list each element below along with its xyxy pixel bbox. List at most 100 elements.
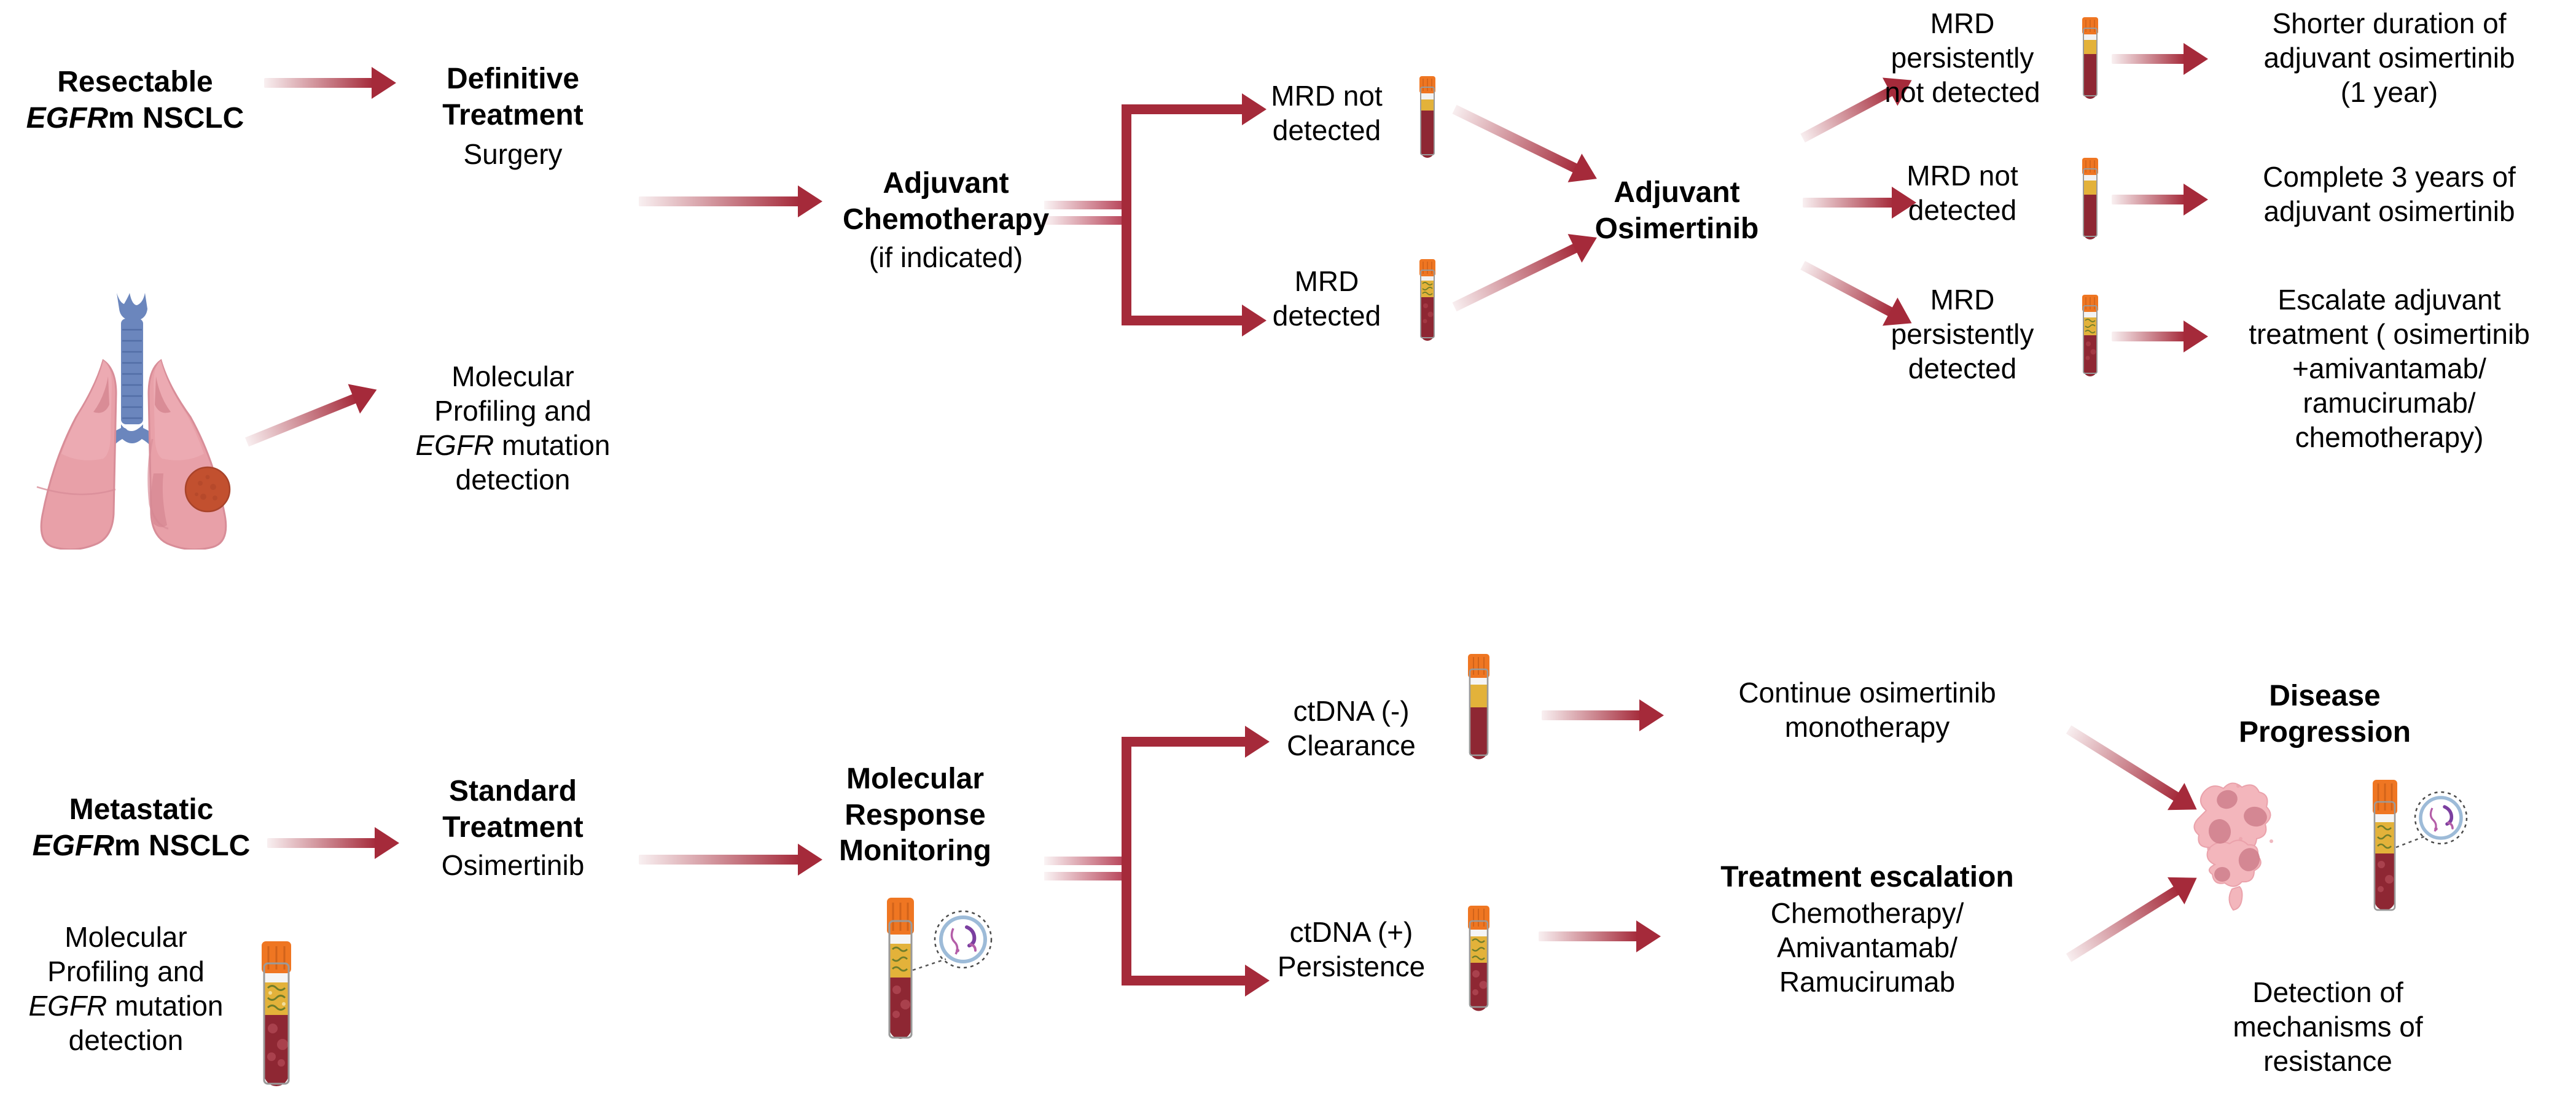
arrow-head — [2184, 43, 2208, 75]
escalation-line3: Ramucirumab — [1779, 965, 1956, 998]
egfr-italic: EGFR — [28, 990, 107, 1022]
adj-osi-line1: Adjuvant — [1614, 176, 1740, 209]
blood-collection-tube-icon — [1462, 651, 1496, 768]
continue-line1: Continue osimertinib — [1738, 677, 1996, 709]
resistance-detection-label: Detection of mechanisms of resistance — [2193, 975, 2463, 1078]
bracket-bottom-arm — [1122, 316, 1244, 325]
escalation-line2: Amivantamab/ — [1776, 931, 1957, 963]
mrd-not-detected-label: MRD not detected — [1247, 79, 1407, 147]
blood-collection-tube-icon — [2077, 155, 2103, 247]
chemo-feed-lower — [1044, 216, 1124, 225]
egfr-italic: EGFR — [26, 101, 108, 134]
arrow-shaft — [2112, 332, 2185, 341]
resistance-line1: Detection of — [2252, 976, 2403, 1008]
progression-line2: Progression — [2238, 715, 2411, 748]
definitive-line1: Definitive — [446, 63, 580, 95]
o3-line1: MRD — [1930, 284, 1995, 316]
standard-treatment-node: Standard Treatment Osimertinib — [399, 774, 626, 882]
profiling-line1: Molecular — [451, 360, 574, 392]
monitoring-feed-lower — [1044, 872, 1124, 880]
arrow-shaft — [1542, 710, 1641, 720]
ctdna-neg-line2: Clearance — [1287, 729, 1416, 762]
definitive-line2: Treatment — [442, 98, 584, 131]
progression-line1: Disease — [2269, 680, 2381, 712]
bracket-ctdna-split — [1122, 726, 1330, 997]
profiling-b-line1: Molecular — [64, 921, 187, 953]
arrow-head — [798, 185, 822, 217]
arrow-shaft — [267, 838, 377, 848]
meta-line2: EGFRm NSCLC — [12, 828, 270, 865]
resistance-line3: resistance — [2263, 1045, 2392, 1078]
mrm-line2: Response — [845, 798, 986, 831]
profiling-line2: Profiling and — [434, 395, 591, 427]
o2-line1: MRD not — [1907, 160, 2018, 192]
arrow-head — [1636, 920, 1661, 952]
lungs-with-tumor-icon — [0, 292, 289, 551]
profiling-b-line2: Profiling and — [47, 955, 205, 988]
mrm-line1: Molecular — [846, 763, 985, 795]
bracket-mrd-split — [1122, 93, 1324, 336]
o3-line2: persistently — [1891, 318, 2034, 351]
arrow-shaft — [264, 78, 373, 88]
continue-monotherapy-label: Continue osimertinib monotherapy — [1677, 675, 2058, 744]
arrow-head — [1639, 699, 1664, 731]
blood-collection-tube-icon — [1415, 74, 1440, 166]
arrow-head — [798, 844, 822, 876]
arrow-head — [348, 375, 383, 414]
arrow-shaft — [2066, 725, 2181, 803]
outcome-3-status: MRD persistently detected — [1861, 282, 2064, 386]
definitive-treatment-node: Definitive Treatment Surgery — [399, 61, 626, 171]
bracket-bottom-head — [1242, 305, 1267, 336]
outcome-1-status: MRD persistently not detected — [1861, 6, 2064, 109]
mrd-d-line1: MRD — [1294, 265, 1359, 297]
metastatic-start-label: Metastatic EGFRm NSCLC — [12, 792, 270, 864]
bracket-vertical — [1122, 104, 1131, 325]
o1-line2: persistently — [1891, 42, 2034, 74]
mrd-nd-line2: detected — [1272, 114, 1381, 147]
standard-line1: Standard — [448, 775, 577, 807]
mutation-text: mutation — [494, 429, 611, 462]
continue-line2: monotherapy — [1784, 711, 1950, 744]
chemo-sub: (if indicated) — [868, 241, 1023, 274]
mrd-detected-label: MRD detected — [1247, 264, 1407, 333]
ctdna-neg-line1: ctDNA (-) — [1293, 695, 1410, 727]
blood-collection-tube-ctdna-icon — [1462, 903, 1496, 1019]
standard-line2: Treatment — [442, 811, 584, 844]
adjuvant-chemo-node: Adjuvant Chemotherapy (if indicated) — [817, 166, 1075, 274]
adj-osi-line2: Osimertinib — [1594, 212, 1759, 245]
disease-progression-label: Disease Progression — [2193, 678, 2457, 750]
escalation-heading: Treatment escalation — [1720, 861, 2014, 893]
bracket-top-arm — [1122, 737, 1247, 747]
arrow-shaft — [2112, 195, 2185, 204]
arrow-head — [2184, 321, 2208, 352]
o3-action4: ramucirumab/ — [2303, 387, 2476, 419]
outcome-3-action: Escalate adjuvant treatment ( osimertini… — [2205, 282, 2574, 455]
standard-sub: Osimertinib — [441, 849, 585, 882]
outcome-2-status: MRD not detected — [1861, 158, 2064, 227]
bracket-top-arm — [1122, 104, 1244, 114]
definitive-sub: Surgery — [463, 138, 563, 171]
bracket-top-head — [1245, 726, 1270, 758]
outcome-2-action: Complete 3 years of adjuvant osimertinib — [2211, 160, 2567, 228]
egfr-rest: m NSCLC — [108, 101, 244, 134]
chemo-feed-upper — [1044, 201, 1124, 209]
o1-action2: adjuvant osimertinib — [2263, 42, 2515, 74]
bracket-top-head — [1242, 93, 1267, 125]
o3-action1: Escalate adjuvant — [2277, 284, 2501, 316]
arrow-shaft — [1539, 931, 1638, 941]
chemo-line1: Adjuvant — [883, 167, 1009, 200]
blood-collection-tube-icon — [2077, 15, 2103, 107]
treatment-escalation-node: Treatment escalation Chemotherapy/ Amiva… — [1677, 860, 2058, 999]
o1-line1: MRD — [1930, 7, 1995, 39]
mutation-text: mutation — [107, 990, 224, 1022]
bracket-bottom-arm — [1122, 976, 1247, 985]
o1-line3: not detected — [1884, 76, 2040, 109]
resistance-line2: mechanisms of — [2233, 1011, 2423, 1043]
monitoring-feed-upper — [1044, 857, 1124, 865]
outcome-1-action: Shorter duration of adjuvant osimertinib… — [2211, 6, 2567, 109]
resectable-line2: EGFRm NSCLC — [12, 101, 258, 137]
o3-line3: detected — [1908, 352, 2017, 385]
escalation-line1: Chemotherapy/ — [1770, 896, 1964, 929]
o1-action3: (1 year) — [2340, 76, 2438, 109]
o3-action5: chemotherapy) — [2295, 421, 2484, 454]
